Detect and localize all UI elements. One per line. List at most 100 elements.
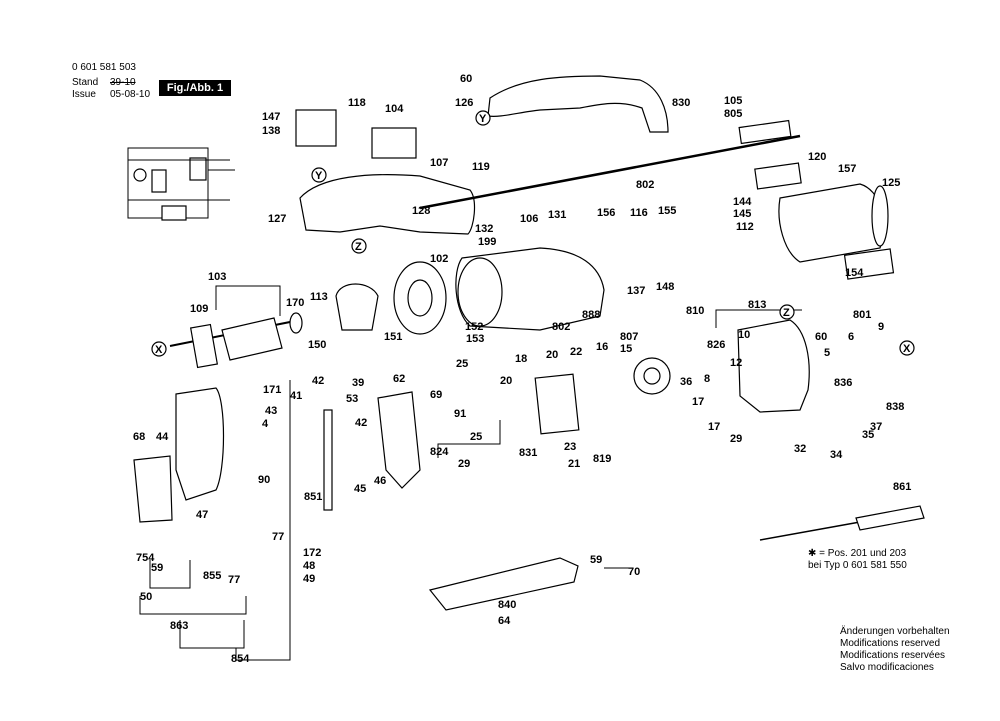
note-line-1: ✱ = Pos. 201 und 203 — [808, 548, 907, 559]
part-number-label: 102 — [430, 253, 448, 265]
part-number-label: 6 — [848, 331, 854, 343]
part-number-label: 59 — [151, 562, 163, 574]
marker-z: Z — [783, 307, 790, 319]
part-number-label: 888 — [582, 309, 600, 321]
part-number-label: 754 — [136, 552, 155, 564]
part-number-label: 128 — [412, 205, 430, 217]
part-number-label: 53 — [346, 393, 358, 405]
type-note: ✱ = Pos. 201 und 203 bei Typ 0 601 581 5… — [808, 548, 907, 572]
part-number-label: 147 — [262, 111, 280, 123]
part-number-label: 34 — [830, 449, 843, 461]
part-number-label: 44 — [156, 431, 169, 443]
footer-line-en: Modifications reserved — [840, 638, 941, 649]
part-number-label: 109 — [190, 303, 208, 315]
fan-guide — [335, 283, 379, 331]
part-number-label: 137 — [627, 285, 645, 297]
part-number-label: 41 — [290, 390, 302, 402]
screwdriver — [759, 505, 925, 541]
part-number-label: 132 — [475, 223, 493, 235]
part-number-label: 59 — [590, 554, 602, 566]
part-number-label: 861 — [893, 481, 911, 493]
part-number-label: 119 — [472, 161, 490, 173]
part-number-label: 70 — [628, 566, 640, 578]
marker-y: Y — [479, 113, 487, 125]
ref-markers: X Y Y Z Z X — [151, 110, 915, 357]
part-number-label: 824 — [430, 446, 449, 458]
part-number-label: 20 — [500, 375, 512, 387]
handle-cover — [487, 75, 669, 133]
part-number-label: 107 — [430, 157, 448, 169]
part-number-label: 150 — [308, 339, 326, 351]
part-number-label: 48 — [303, 560, 315, 572]
part-number-label: 9 — [878, 321, 884, 333]
part-number-label: 144 — [733, 196, 752, 208]
figure-badge: Fig./Abb. 1 — [159, 80, 231, 96]
part-number-label: 830 — [672, 97, 690, 109]
note-line-2: bei Typ 0 601 581 550 — [808, 560, 907, 571]
part-number-label: 153 — [466, 333, 484, 345]
part-number-label: 802 — [552, 321, 570, 333]
part-number-label: 5 — [824, 347, 830, 359]
part-number-label: 155 — [658, 205, 676, 217]
modifications-notice: Änderungen vorbehalten Modifications res… — [840, 626, 950, 674]
part-number-label: 126 — [455, 97, 473, 109]
cable-plug — [738, 119, 792, 145]
part-number-label: 65 — [0, 0, 12, 3]
part-number-label: 25 — [456, 358, 468, 370]
part-number-label: 805 — [724, 108, 742, 120]
part-number-label: 104 — [385, 103, 404, 115]
part-number-label: 23 — [564, 441, 576, 453]
part-number-label: 29 — [730, 433, 742, 445]
part-number-label: 17 — [708, 421, 720, 433]
footer-line-es: Salvo modificaciones — [840, 662, 934, 673]
part-number-label: 157 — [838, 163, 856, 175]
part-number-label: 836 — [834, 377, 852, 389]
motor-cover — [778, 183, 885, 263]
footer-line-de: Änderungen vorbehalten — [840, 626, 950, 637]
part-number-label: 840 — [498, 599, 516, 611]
part-number-label: 18 — [515, 353, 527, 365]
part-number-label: 863 — [170, 620, 188, 632]
part-number-label: 854 — [231, 653, 250, 665]
part-number-label: 62 — [393, 373, 405, 385]
part-number-label: 826 — [707, 339, 725, 351]
part-number-label: 29 — [458, 458, 470, 470]
part-number-label: 12 — [730, 357, 742, 369]
footer-line-fr: Modifications reservées — [840, 650, 946, 661]
part-number-label: 813 — [748, 299, 766, 311]
part-number-label: 91 — [454, 408, 466, 420]
part-number-label: 60 — [815, 331, 827, 343]
part-number-label: 154 — [845, 267, 864, 279]
part-number-label: 4 — [262, 418, 269, 430]
issue-label: Issue — [72, 89, 96, 100]
part-number-label: 43 — [265, 405, 277, 417]
part-number-label: 20 — [546, 349, 558, 361]
part-number-label: 90 — [258, 474, 270, 486]
part-number-label: 39 — [352, 377, 364, 389]
part-number-label: 45 — [354, 483, 366, 495]
part-number-label: 68 — [133, 431, 145, 443]
part-number-label: 69 — [430, 389, 442, 401]
part-number-label: 16 — [596, 341, 608, 353]
marker-x: X — [155, 344, 163, 356]
part-number-label: 50 — [140, 591, 152, 603]
switch-138 — [295, 109, 337, 147]
part-number-label: 47 — [196, 509, 208, 521]
part-number-label: 21 — [568, 458, 580, 470]
counterweight-39 — [377, 391, 421, 489]
part-number-label: 106 — [520, 213, 538, 225]
part-number-label: 36 — [680, 376, 692, 388]
part-number-label: 77 — [272, 531, 284, 543]
part-number-label: 138 — [262, 125, 280, 137]
marker-y: Y — [315, 170, 323, 182]
left-housing — [175, 387, 225, 501]
part-number-label: 77 — [228, 574, 240, 586]
label-109 — [843, 248, 895, 280]
stand-value: 39-10 — [110, 77, 136, 88]
issue-value: 05-08-10 — [110, 89, 151, 100]
upper-housing — [299, 174, 476, 235]
part-number-label: 103 — [208, 271, 226, 283]
label-120 — [754, 162, 802, 190]
